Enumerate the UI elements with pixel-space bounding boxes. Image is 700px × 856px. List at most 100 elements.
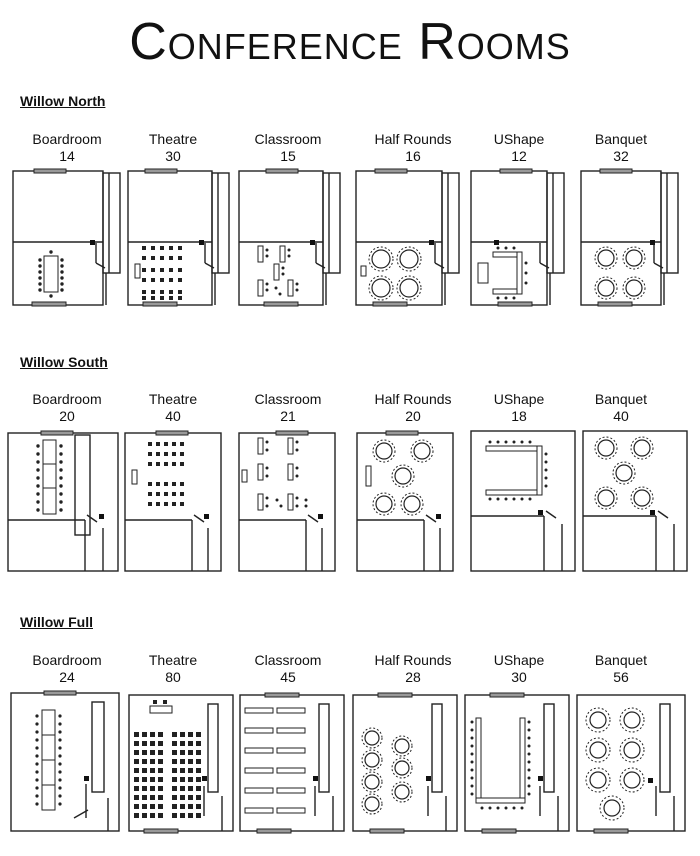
seat-marker (142, 750, 147, 755)
seat-marker (150, 813, 155, 818)
seat-marker (188, 741, 193, 746)
seat-marker (134, 750, 139, 755)
seat-marker (188, 786, 193, 791)
section-title: Willow South (20, 354, 108, 370)
seat-marker (188, 750, 193, 755)
ushape-floor-plan (470, 430, 576, 572)
seat-marker (470, 776, 474, 780)
layout-ushape: UShape 18 (474, 391, 564, 425)
seat-marker (142, 804, 147, 809)
seat-marker (142, 786, 147, 791)
layout-name: UShape (493, 391, 545, 407)
layout-capacity: 45 (280, 669, 296, 685)
seat-marker (172, 768, 177, 773)
seat-marker (134, 786, 139, 791)
layout-banquet: Banquet 40 (576, 391, 666, 425)
section-title: Willow North (20, 93, 106, 109)
seat-marker (142, 777, 147, 782)
boardroom-floor-plan (7, 430, 119, 572)
seat-marker (172, 750, 177, 755)
seat-marker (527, 784, 531, 788)
layout-capacity: 24 (59, 669, 75, 685)
seat-marker (496, 806, 500, 810)
layout-capacity: 32 (613, 148, 629, 164)
seat-marker (180, 732, 185, 737)
seat-marker (180, 804, 185, 809)
seat-marker (158, 804, 163, 809)
seat-marker (196, 813, 201, 818)
seat-marker (158, 795, 163, 800)
layout-classroom: Classroom 21 (243, 391, 333, 425)
seat-marker (470, 720, 474, 724)
layout-name: Half Rounds (374, 391, 452, 407)
layout-name: Boardroom (32, 652, 102, 668)
seat-marker (188, 777, 193, 782)
seat-marker (150, 786, 155, 791)
seat-marker (527, 752, 531, 756)
layout-name: Theatre (148, 131, 198, 147)
seat-marker (158, 768, 163, 773)
layout-capacity: 18 (511, 408, 527, 424)
layout-name: Banquet (594, 391, 648, 407)
ushape-floor-plan (470, 168, 565, 307)
layout-capacity: 28 (405, 669, 421, 685)
page-title: Conference Rooms (129, 13, 571, 71)
seat-marker (158, 813, 163, 818)
seat-marker (180, 768, 185, 773)
layout-name: Theatre (148, 391, 198, 407)
seat-marker (470, 736, 474, 740)
seat-marker (470, 744, 474, 748)
seat-marker (180, 759, 185, 764)
boardroom-floor-plan (10, 690, 120, 832)
layout-name: Half Rounds (374, 652, 452, 668)
seat-marker (470, 728, 474, 732)
theatre-floor-plan (128, 694, 234, 834)
seat-marker (196, 768, 201, 773)
seat-marker (158, 741, 163, 746)
layout-name: UShape (493, 652, 545, 668)
half-rounds-floor-plan (356, 430, 454, 572)
layout-classroom: Classroom 15 (243, 131, 333, 165)
seat-marker (196, 759, 201, 764)
seat-marker (504, 806, 508, 810)
seat-marker (150, 759, 155, 764)
section-title: Willow Full (20, 614, 93, 630)
seat-marker (158, 759, 163, 764)
seat-marker (150, 777, 155, 782)
layout-name: UShape (493, 131, 545, 147)
seat-marker (142, 795, 147, 800)
layout-name: Boardroom (32, 131, 102, 147)
seat-marker (150, 804, 155, 809)
seat-marker (172, 795, 177, 800)
layout-banquet: Banquet 56 (576, 652, 666, 686)
seat-marker (172, 804, 177, 809)
layout-capacity: 56 (613, 669, 629, 685)
seat-marker (480, 806, 484, 810)
layout-boardroom: Boardroom 20 (22, 391, 112, 425)
seat-marker (180, 795, 185, 800)
layout-capacity: 15 (280, 148, 296, 164)
layout-name: Classroom (254, 391, 322, 407)
seat-marker (527, 736, 531, 740)
seat-marker (172, 732, 177, 737)
layout-capacity: 12 (511, 148, 527, 164)
seat-marker (158, 786, 163, 791)
seat-marker (134, 804, 139, 809)
layout-theatre: Theatre 40 (128, 391, 218, 425)
layout-half-rounds: Half Rounds 28 (363, 652, 463, 686)
seat-marker (150, 732, 155, 737)
seat-marker (527, 728, 531, 732)
seat-marker (150, 741, 155, 746)
seat-marker (527, 744, 531, 748)
layout-name: Theatre (148, 652, 198, 668)
seat-marker (470, 768, 474, 772)
classroom-floor-plan (239, 692, 345, 834)
seat-marker (470, 792, 474, 796)
seat-marker (172, 786, 177, 791)
half-rounds-floor-plan (355, 168, 460, 307)
layout-classroom: Classroom 45 (243, 652, 333, 686)
seat-marker (142, 768, 147, 773)
layout-half-rounds: Half Rounds 16 (363, 131, 463, 165)
seat-marker (196, 795, 201, 800)
seat-marker (527, 760, 531, 764)
